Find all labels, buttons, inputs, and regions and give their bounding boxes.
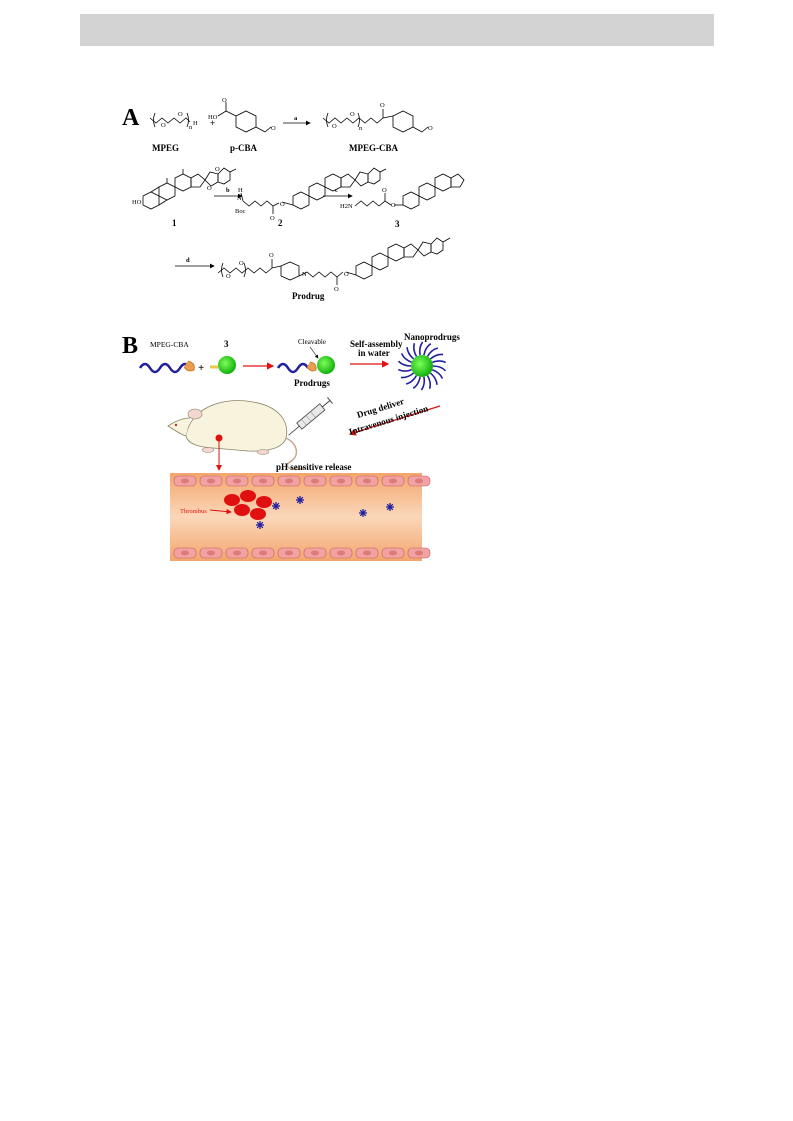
thrombus-label: Thrombus [180, 508, 207, 515]
prodrug-ball-icon [317, 356, 335, 374]
pcba-ho-atom: HO [208, 114, 218, 121]
prodrug-link-icon [306, 361, 317, 372]
compound-2-structure [240, 167, 387, 214]
mpeg-cba-o-atom-4: O [428, 125, 433, 132]
plus-sign-a: + [210, 118, 215, 128]
panel-a-letter: A [122, 105, 140, 131]
endothelium-top [173, 475, 431, 487]
page-header-bar [80, 14, 714, 46]
thrombus-cluster [224, 490, 272, 520]
mpeg-cba-o-atom: O [332, 123, 337, 130]
prodrug-o-atom-5: O [344, 271, 349, 278]
mpeg-n-subscript: n [189, 124, 193, 131]
nanoprodrug-micelle-icon [397, 341, 447, 391]
mpeg-cba-n-subscript: n [359, 125, 363, 132]
mpeg-cba-structure [322, 109, 429, 133]
prodrug-chain-icon [276, 362, 310, 374]
compound-2-o-atom-2: O [270, 215, 275, 222]
prodrug-structure [217, 237, 451, 285]
compound-3-h2n: H2N [340, 203, 353, 210]
reagent-c: c [335, 187, 338, 194]
mpeg-cba-label: MPEG-CBA [349, 143, 398, 153]
compound-2-n-atom: N [237, 195, 242, 202]
pcba-structure [217, 102, 272, 133]
compound-2-boc: Boc [235, 208, 246, 215]
prodrug-o-atom: O [226, 273, 231, 280]
b-plus-sign: + [198, 362, 204, 374]
endothelium-bottom [173, 547, 431, 559]
prodrug-o-atom-4: O [334, 286, 339, 293]
self-assembly-label-2: in water [358, 348, 390, 358]
reagent-b: b [226, 187, 230, 194]
released-drug-icons [256, 496, 394, 529]
pcba-o-atom-2: O [271, 125, 276, 132]
mpeg-o-atom-2: O [178, 111, 183, 118]
compound-1-ho: HO [132, 199, 142, 206]
panel-b-letter: B [122, 333, 138, 359]
nanoprodrugs-label: Nanoprodrugs [404, 332, 460, 342]
mpeg-cba-o-atom-2: O [350, 111, 355, 118]
cleavable-label: Cleavable [298, 338, 326, 346]
thrombus-pointer [209, 508, 232, 515]
compound-2-o-atom: O [280, 201, 285, 208]
compound-3-structure [354, 173, 465, 210]
compound-1-label: 1 [172, 218, 177, 228]
aldehyde-hook-icon [183, 360, 195, 372]
scheme-figure: A O O n H MPEG + O HO O p-CBA a O O n O … [122, 97, 465, 561]
syringe-icon [288, 397, 333, 436]
ph-release-label: pH sensitive release [276, 462, 351, 472]
prodrug-label: Prodrug [292, 291, 325, 301]
b-compound-3-label: 3 [224, 339, 229, 349]
mpeg-structure [149, 112, 191, 128]
cleavable-pointer [309, 346, 319, 359]
compound-1-o-atom-2: O [207, 185, 212, 192]
mpeg-label: MPEG [152, 143, 179, 153]
rat-icon [167, 400, 305, 471]
prodrug-n-atom: N [302, 271, 307, 278]
pcba-label: p-CBA [230, 143, 258, 153]
pcba-o-atom: O [222, 97, 227, 104]
compound-3-ball-icon [218, 356, 236, 374]
reagent-d: d [186, 257, 190, 264]
mpeg-h-atom: H [193, 120, 198, 127]
mpeg-o-atom: O [161, 122, 166, 129]
self-assembly-label-1: Self-assembly [350, 339, 403, 349]
b-mpeg-cba-label: MPEG-CBA [150, 340, 189, 349]
mpeg-cba-chain-icon [138, 362, 192, 374]
blood-vessel [170, 473, 422, 561]
injection-site-dot [215, 434, 223, 442]
compound-1-o-atom: O [215, 166, 220, 173]
arrow-drug-deliver [348, 405, 441, 436]
compound-3-o-atom-2: O [382, 187, 387, 194]
compound-2-h-atom: H [238, 187, 243, 194]
reagent-a: a [294, 115, 298, 122]
compound-3-o-atom: O [391, 202, 396, 209]
compound-3-label: 3 [395, 219, 400, 229]
prodrug-o-atom-3: O [269, 252, 274, 259]
prodrug-o-atom-2: O [239, 260, 244, 267]
compound-2-label: 2 [278, 218, 283, 228]
prodrugs-label: Prodrugs [294, 378, 330, 388]
compound-1-structure [142, 167, 237, 210]
mpeg-cba-o-atom-3: O [380, 102, 385, 109]
